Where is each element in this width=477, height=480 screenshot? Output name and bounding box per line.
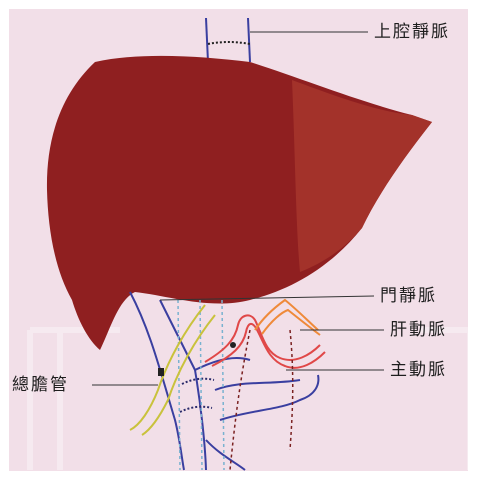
label-aorta: 主動脈 xyxy=(390,362,447,379)
bile-duct-clip xyxy=(158,368,164,376)
label-portal-vein: 門靜脈 xyxy=(380,288,437,305)
label-hepatic-artery: 肝動脈 xyxy=(390,322,447,339)
label-superior-vena-cava: 上腔靜脈 xyxy=(374,24,450,41)
artery-clip xyxy=(230,342,236,348)
label-common-bile-duct: 總膽管 xyxy=(12,377,69,394)
